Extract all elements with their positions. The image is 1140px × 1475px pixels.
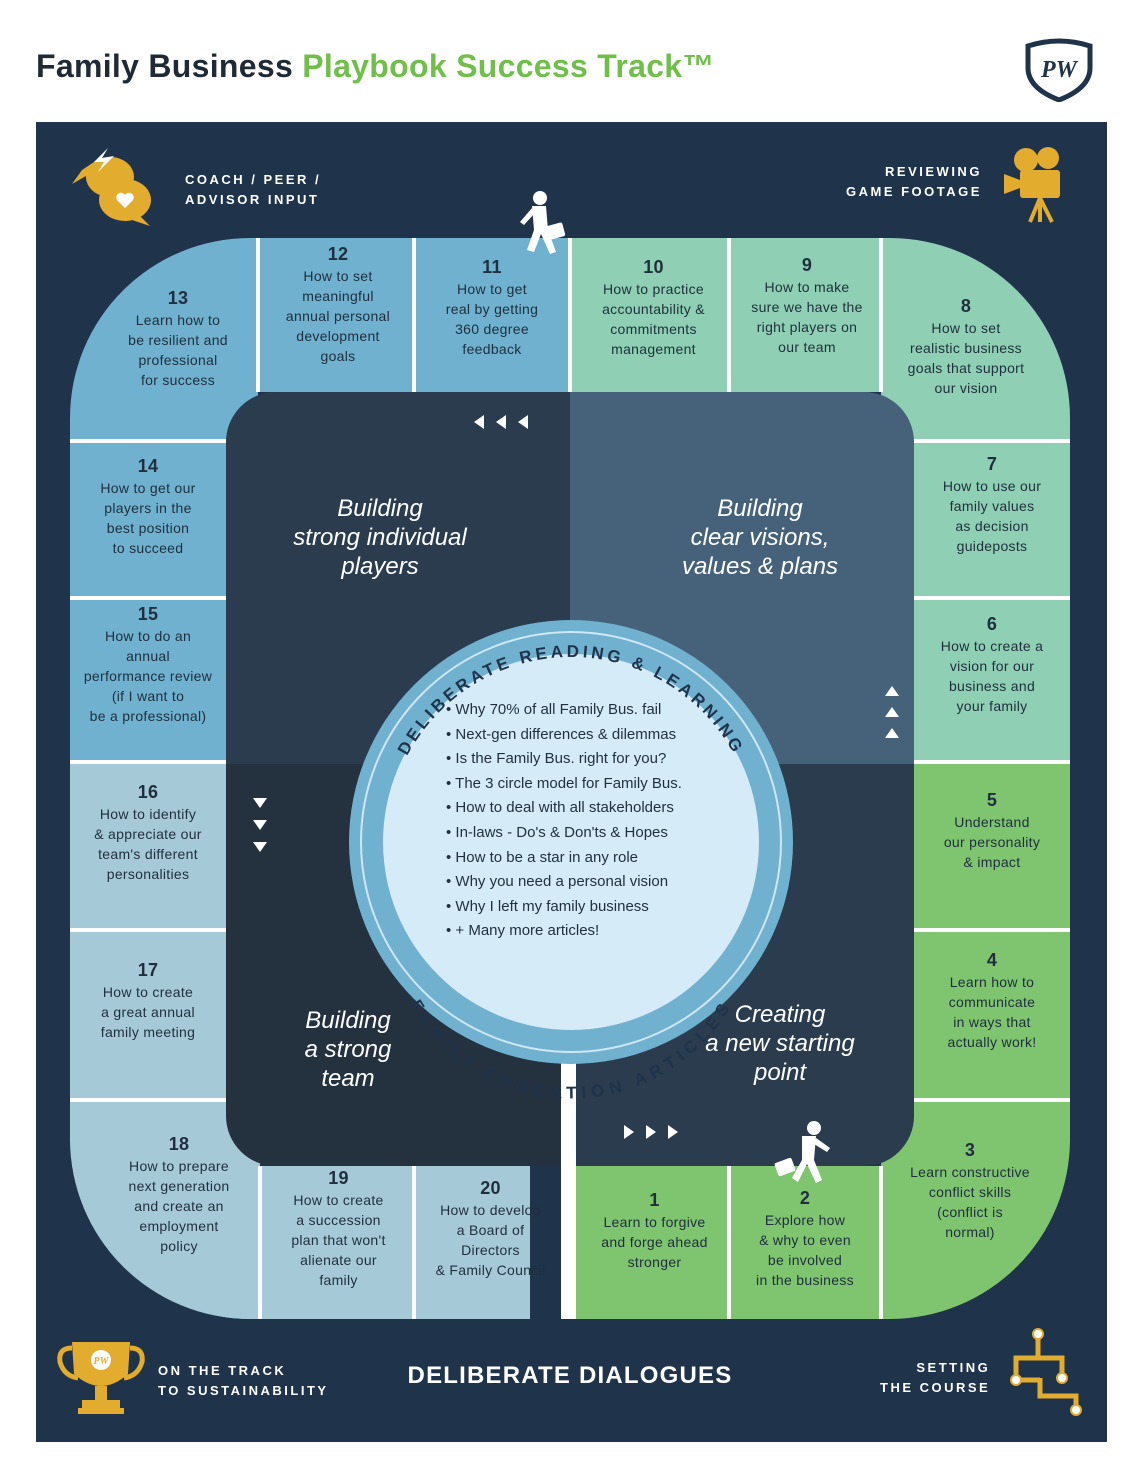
track-cell-10	[570, 238, 729, 392]
article-item: Next-gen differences & dilemmas	[446, 723, 756, 748]
deliberate-dialogues-label: DELIBERATE DIALOGUES	[407, 1362, 733, 1389]
title-part1: Family Business	[36, 48, 303, 84]
article-item: Why I left my family business	[446, 895, 756, 920]
track-cell-2	[729, 1166, 881, 1319]
quadrant-individual-players: Building strong individual players	[293, 495, 467, 580]
track-cell-7	[914, 441, 1070, 598]
article-item: + Many more articles!	[446, 919, 756, 944]
trophy-icon: PW	[57, 1342, 145, 1414]
article-item: In-laws - Do's & Don'ts & Hopes	[446, 821, 756, 846]
pw-shield-logo: PW	[1022, 38, 1096, 107]
track-cell-15	[70, 598, 226, 762]
track-cell-5	[914, 762, 1070, 930]
title-part2: Playbook Success Track™	[302, 48, 715, 84]
track-cell-16	[70, 762, 226, 930]
track-cell-1	[576, 1166, 729, 1319]
runner-with-briefcase-icon	[774, 1121, 830, 1183]
corner-label-coach: COACH / PEER /ADVISOR INPUT	[185, 172, 322, 207]
chat-bubbles-icon	[72, 148, 151, 226]
track-cell-9	[729, 238, 881, 392]
track-cell-17	[70, 930, 226, 1100]
track-cell-12	[258, 238, 414, 392]
runner-with-briefcase-icon	[520, 191, 566, 254]
article-item: The 3 circle model for Family Bus.	[446, 772, 756, 797]
direction-arrows	[253, 415, 899, 1139]
quadrant-new-starting-point: Creating a new starting point	[705, 1001, 855, 1086]
track-cell-11	[414, 238, 570, 392]
article-item: Why 70% of all Family Bus. fail	[446, 698, 756, 723]
article-item: How to be a star in any role	[446, 846, 756, 871]
quadrant-visions-values: Building clear visions, values & plans	[681, 495, 839, 580]
track-cell-6	[914, 598, 1070, 762]
logo-text: PW	[1040, 57, 1079, 83]
track-cell-20	[379, 1166, 530, 1319]
page-title: Family Business Playbook Success Track™	[36, 48, 715, 85]
article-item: Is the Family Bus. right for you?	[446, 747, 756, 772]
articles-list: Why 70% of all Family Bus. fail Next-gen…	[446, 698, 756, 944]
track-cell-14	[70, 441, 226, 598]
film-camera-icon	[1004, 147, 1060, 223]
flowchart-icon	[1010, 1328, 1082, 1416]
article-item: Why you need a personal vision	[446, 870, 756, 895]
track	[70, 238, 1070, 1319]
track-cell-4	[914, 930, 1070, 1100]
article-item: How to deal with all stakeholders	[446, 796, 756, 821]
quadrant-strong-team: Building a strong team	[304, 1007, 392, 1092]
trophy-logo-text: PW	[94, 1356, 110, 1367]
